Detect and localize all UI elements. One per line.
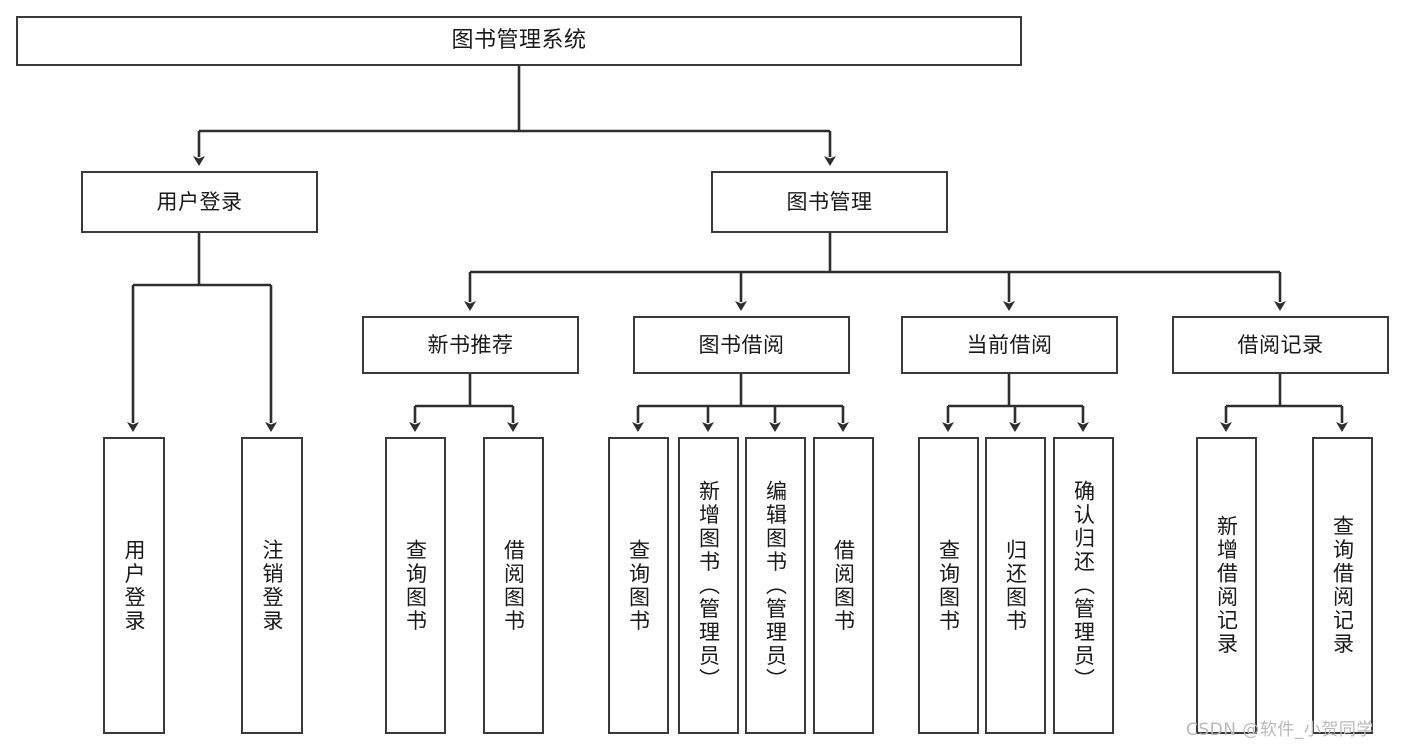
node-user-login[interactable]: 用户登录: [81, 171, 318, 233]
leaf-borrow-books-recommend[interactable]: 借阅图书: [483, 437, 544, 734]
edges-borrow-to-leaves: [632, 374, 849, 432]
node-label: 用户登录: [156, 189, 243, 214]
node-label: 确认归还（管理员）: [1071, 479, 1096, 692]
csdn-watermark: CSDN @软件_小贺同学: [1186, 720, 1374, 740]
node-root-system[interactable]: 图书管理系统: [16, 16, 1022, 66]
node-label: 图书借阅: [698, 332, 785, 357]
node-label: 查询借阅记录: [1330, 515, 1355, 656]
node-label: 当前借阅: [966, 332, 1053, 357]
leaf-edit-book-admin[interactable]: 编辑图书（管理员）: [745, 437, 806, 734]
node-label: 图书管理系统: [451, 28, 587, 54]
node-label: 编辑图书（管理员）: [763, 479, 788, 692]
node-new-book-recommend[interactable]: 新书推荐: [362, 316, 579, 374]
node-label: 查询图书: [936, 538, 961, 633]
node-label: 新增图书（管理员）: [696, 479, 721, 692]
leaf-add-borrow-record[interactable]: 新增借阅记录: [1196, 437, 1257, 734]
leaf-query-books-recommend[interactable]: 查询图书: [385, 437, 446, 734]
node-book-borrow[interactable]: 图书借阅: [633, 316, 850, 374]
node-label: 借阅图书: [501, 538, 526, 633]
leaf-return-book[interactable]: 归还图书: [985, 437, 1046, 734]
leaf-user-login[interactable]: 用户登录: [103, 437, 165, 734]
edges-root-to-level2: [193, 66, 836, 166]
node-label: 新增借阅记录: [1214, 515, 1239, 656]
node-label: 查询图书: [403, 538, 428, 633]
node-label: 归还图书: [1003, 538, 1028, 633]
leaf-add-book-admin[interactable]: 新增图书（管理员）: [678, 437, 739, 734]
node-label: 借阅记录: [1237, 332, 1324, 357]
leaf-query-borrow-record[interactable]: 查询借阅记录: [1312, 437, 1373, 734]
leaf-query-books-current[interactable]: 查询图书: [918, 437, 979, 734]
edges-user-login-to-leaves: [127, 233, 277, 432]
node-borrow-records[interactable]: 借阅记录: [1172, 316, 1389, 374]
node-label: 注销登录: [260, 538, 285, 633]
edges-current-borrow-to-leaves: [942, 374, 1089, 432]
leaf-query-books-borrow[interactable]: 查询图书: [608, 437, 669, 734]
node-current-borrow[interactable]: 当前借阅: [901, 316, 1118, 374]
node-label: 查询图书: [626, 538, 651, 633]
leaf-confirm-return-admin[interactable]: 确认归还（管理员）: [1053, 437, 1114, 734]
leaf-user-logout[interactable]: 注销登录: [241, 437, 303, 734]
edges-book-mgmt-to-level3: [464, 233, 1286, 311]
node-label: 新书推荐: [427, 332, 514, 357]
node-label: 图书管理: [786, 189, 873, 214]
node-label: 借阅图书: [831, 538, 856, 633]
node-label: 用户登录: [122, 538, 147, 633]
edges-new-book-to-leaves: [409, 374, 519, 432]
leaf-borrow-book[interactable]: 借阅图书: [813, 437, 874, 734]
edges-records-to-leaves: [1220, 374, 1348, 432]
node-book-management[interactable]: 图书管理: [711, 171, 948, 233]
